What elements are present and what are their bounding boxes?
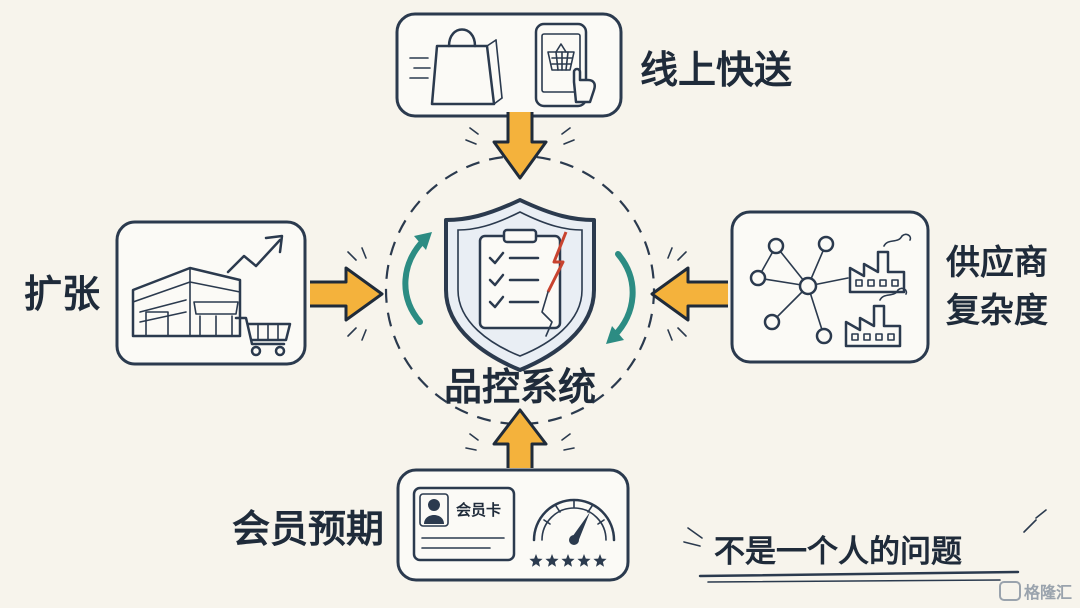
checklist-clipboard-icon	[478, 228, 568, 337]
arrow-right-to-center	[650, 247, 728, 341]
speed-lines-icon	[409, 57, 431, 79]
factory-icon	[848, 233, 912, 294]
member-card-icon: 会员卡	[412, 486, 516, 562]
arrow-bottom-to-center	[465, 408, 575, 468]
node-left-expansion: 扩张	[24, 220, 307, 366]
node-left-label: 扩张	[24, 272, 100, 316]
growth-arrow-icon	[226, 234, 284, 274]
network-icon	[749, 235, 849, 345]
node-bottom-member-expectation: 会员卡 会员预期	[232, 468, 630, 582]
shopping-cart-icon	[234, 316, 292, 357]
watermark-logo-icon	[999, 581, 1021, 601]
node-right-label-line1: 供应商	[945, 243, 1048, 283]
tagline-callout: 不是一个人的问题	[683, 509, 1047, 583]
node-top-label: 线上快送	[640, 48, 792, 92]
mobile-shopping-icon	[534, 22, 596, 108]
person-icon	[428, 499, 440, 511]
center-title: 品控系统	[444, 365, 596, 409]
cycle-arrows-icon	[402, 232, 636, 344]
member-card-text: 会员卡	[456, 501, 501, 519]
center-quality-control: 品控系统	[384, 154, 656, 426]
node-bottom-label: 会员预期	[232, 507, 384, 551]
factory-icon	[844, 287, 908, 348]
arrow-left-to-center	[310, 247, 384, 341]
watermark-text: 格隆汇	[1024, 583, 1072, 602]
node-top-online-delivery: 线上快送	[395, 12, 792, 118]
crack-icon	[546, 231, 568, 293]
watermark: 格隆汇	[999, 581, 1072, 602]
tagline-text: 不是一个人的问题	[714, 534, 962, 570]
node-right-supplier-complexity: 供应商 复杂度	[730, 210, 1048, 364]
node-right-label-line2: 复杂度	[946, 291, 1048, 331]
arrow-top-to-center	[465, 112, 575, 180]
five-stars-icon	[529, 554, 607, 567]
rating-gauge-icon	[532, 498, 616, 545]
store-building-icon	[131, 266, 242, 338]
shopping-bag-icon	[430, 28, 503, 106]
tagline-underline	[698, 570, 1020, 578]
